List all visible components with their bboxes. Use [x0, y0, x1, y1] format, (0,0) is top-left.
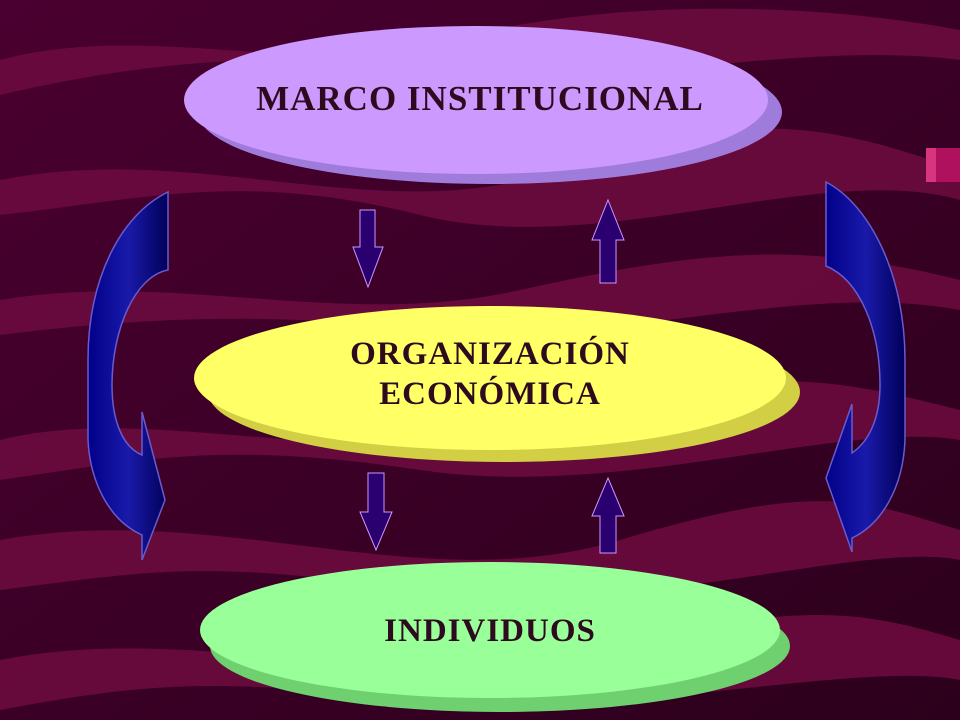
- stripe-3: [0, 254, 960, 335]
- marco-ellipse: [184, 26, 768, 174]
- arrow-up-1: [591, 198, 625, 284]
- arrow-down-2: [359, 472, 393, 552]
- organizacion-ellipse: [194, 306, 786, 450]
- stripe-5: [0, 501, 960, 597]
- individuos-label: INDIVIDUOS: [384, 613, 596, 649]
- arrow-down-1: [352, 209, 384, 289]
- curved-arrow-left: [87, 190, 169, 561]
- arrow-up-2: [591, 476, 625, 554]
- organizacion-economica-label: ORGANIZACIÓN ECONÓMICA: [270, 335, 710, 414]
- marco-institucional-label: MARCO INSTITUCIONAL: [256, 79, 704, 118]
- organizacion-line-2: ECONÓMICA: [379, 375, 601, 412]
- organizacion-line-1: ORGANIZACIÓN: [350, 336, 630, 372]
- decor-square-highlight: [926, 148, 936, 182]
- individuos-ellipse: [200, 562, 780, 698]
- curved-arrow-right: [825, 180, 906, 553]
